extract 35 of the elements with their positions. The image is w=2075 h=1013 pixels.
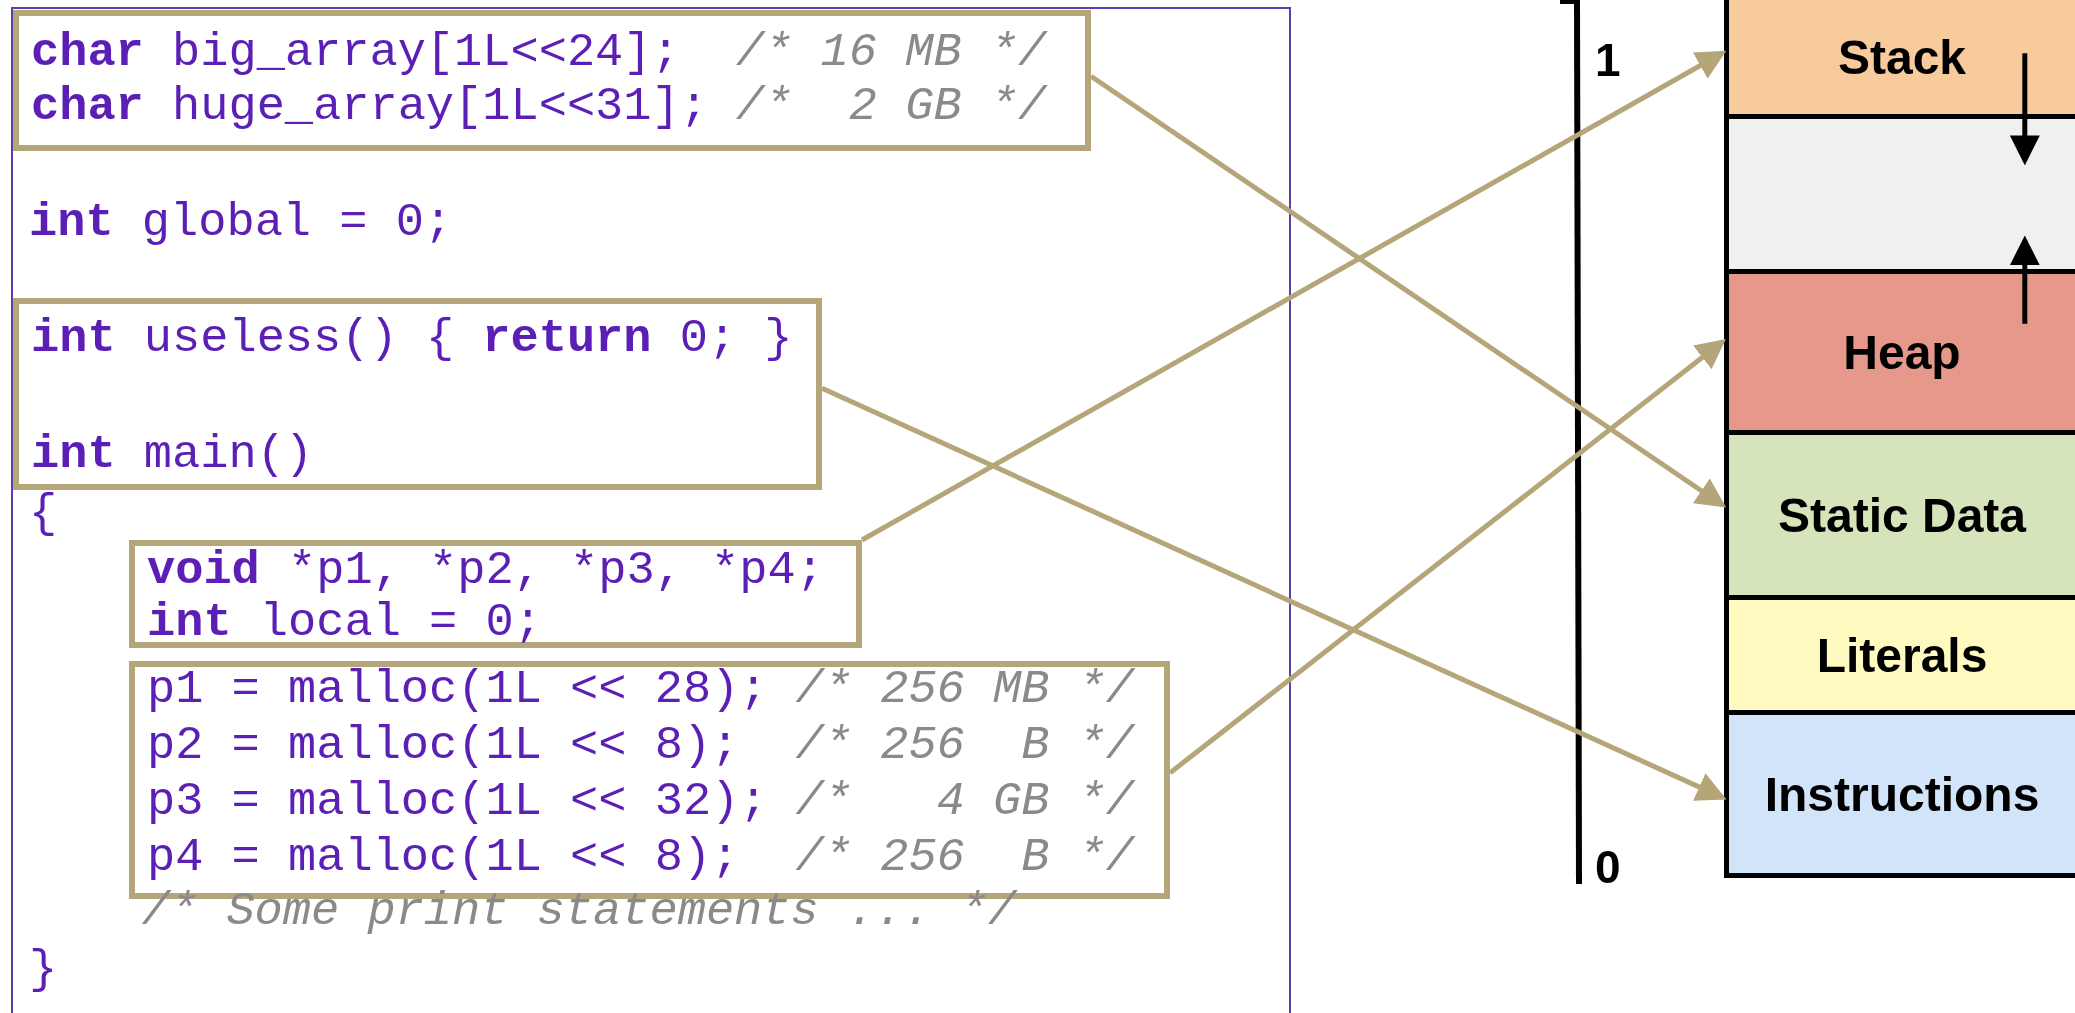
code-comment: /* 256 B */ [795,718,1135,774]
code-comment: /* Some print statements ... */ [141,884,1017,940]
code-comment: /* 256 MB */ [795,662,1135,718]
highlight-box [13,298,822,490]
arrow [1089,74,1727,508]
code-line: int main() [31,427,314,483]
highlight-box [129,540,862,648]
arrow [820,385,1727,801]
code-line: { [29,486,58,542]
arrow [2009,53,2040,166]
code-line: int global = 0; [29,195,453,251]
segment-label: Heap [1843,324,1961,380]
code-line: char big_array[1L<<24]; [31,25,680,81]
segment-label: Instructions [1764,766,2040,822]
segment-label: Stack [1837,29,1967,85]
highlight-box [13,10,1091,151]
axis-label: 0 [1595,842,1621,892]
segment-label: Literals [1816,627,1988,683]
arrow [2009,235,2040,324]
axis-label: 1 [1595,35,1621,85]
segment-label: Static Data [1777,487,2027,543]
code-comment: /* 256 B */ [795,830,1135,886]
code-line: int useless() { return 0; } [31,311,793,367]
code-comment: /* 2 GB */ [736,79,1047,135]
code-comment: /* 16 MB */ [736,25,1047,81]
arrow [860,50,1727,543]
code-line: p3 = malloc(1L << 32); [147,774,768,830]
code-line: p2 = malloc(1L << 8); [147,718,740,774]
code-line: p1 = malloc(1L << 28); [147,662,768,718]
code-comment: /* 4 GB */ [795,774,1135,830]
code-line: char huge_array[1L<<31]; [31,79,708,135]
arrow [1168,338,1726,775]
code-line: } [29,942,58,998]
code-line: p4 = malloc(1L << 8); [147,830,740,886]
code-panel [11,7,1291,1013]
